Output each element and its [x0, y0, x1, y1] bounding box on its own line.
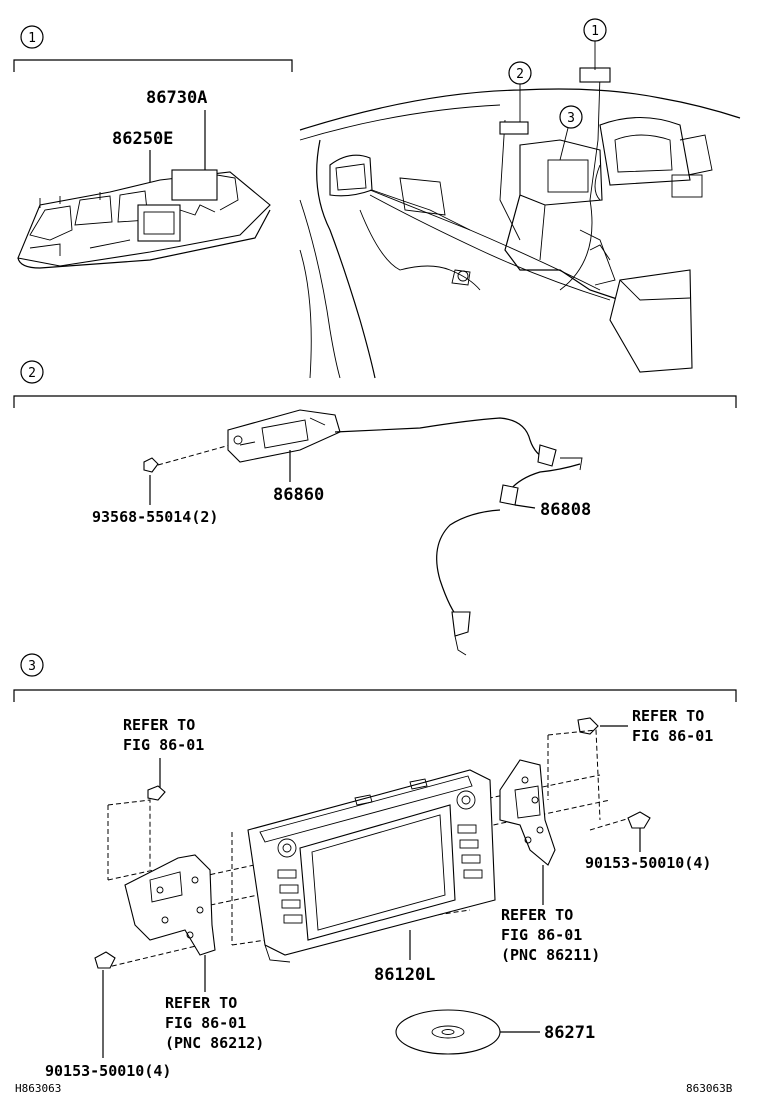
refer-bottom-left-line3: (PNC 86212) — [165, 1034, 264, 1052]
refer-top-left-line2: FIG 86-01 — [123, 736, 204, 754]
section-1: 1 86730A 86250E — [13, 25, 293, 269]
switch-86250e — [137, 204, 181, 242]
screw-icon — [147, 785, 166, 801]
svg-text:1: 1 — [591, 24, 599, 39]
callout-1: 1 — [583, 18, 607, 70]
refer-top-right-line1: REFER TO — [632, 707, 704, 725]
bolt-93568 — [143, 444, 231, 473]
refer-right-line1: REFER TO — [501, 906, 573, 924]
car-interior-illustration: 1 2 3 — [299, 18, 741, 379]
refer-bottom-left-line1: REFER TO — [165, 994, 237, 1012]
refer-right-line3: (PNC 86211) — [501, 946, 600, 964]
section-3-bracket — [13, 689, 737, 702]
section-2: 2 93568-55014(2) 86860 — [13, 360, 737, 656]
footer-left-code: H863063 — [15, 1082, 61, 1095]
section-marker-2: 2 — [20, 360, 44, 384]
screw-icon — [94, 951, 116, 969]
bracket-86860 — [227, 409, 341, 463]
console-panel-illustration — [17, 169, 271, 269]
screw-icon — [627, 811, 651, 829]
svg-text:2: 2 — [28, 366, 36, 381]
section-2-bracket — [13, 395, 737, 408]
part-label-86808: 86808 — [540, 500, 591, 520]
part-label-86120l: 86120L — [374, 965, 435, 985]
right-mounting-bracket — [499, 759, 556, 866]
left-mounting-bracket — [124, 854, 216, 956]
callout-2: 2 — [508, 61, 532, 122]
refer-top-right-line2: FIG 86-01 — [632, 727, 713, 745]
part-label-90153-right: 90153-50010(4) — [585, 854, 711, 872]
callout-3: 3 — [559, 105, 583, 161]
refer-right-line2: FIG 86-01 — [501, 926, 582, 944]
cable-86808 — [334, 417, 583, 656]
part-label-93568-55014: 93568-55014(2) — [92, 508, 218, 526]
footer-right-code: 863063B — [686, 1082, 733, 1095]
switch-86730a — [171, 169, 218, 201]
svg-text:3: 3 — [28, 659, 36, 674]
part-label-86271: 86271 — [544, 1023, 595, 1043]
screw-icon — [577, 717, 599, 735]
section-marker-3: 3 — [20, 653, 44, 677]
section-3: 3 REFER TO FIG 86-01 REFER TO FIG 86-01 — [13, 653, 737, 1080]
svg-text:1: 1 — [28, 31, 36, 46]
part-label-86250e: 86250E — [112, 129, 173, 149]
disc-86271 — [395, 1009, 501, 1055]
section-marker-1: 1 — [20, 25, 44, 49]
svg-text:2: 2 — [516, 67, 524, 82]
refer-top-left-line1: REFER TO — [123, 716, 195, 734]
refer-bottom-left-line2: FIG 86-01 — [165, 1014, 246, 1032]
part-label-90153-left: 90153-50010(4) — [45, 1062, 171, 1080]
leader-86808 — [514, 504, 536, 509]
section-1-bracket — [13, 59, 293, 72]
svg-text:3: 3 — [567, 111, 575, 126]
head-unit-86120l — [247, 769, 496, 963]
part-label-86730a: 86730A — [146, 88, 207, 108]
part-label-86860: 86860 — [273, 485, 324, 505]
